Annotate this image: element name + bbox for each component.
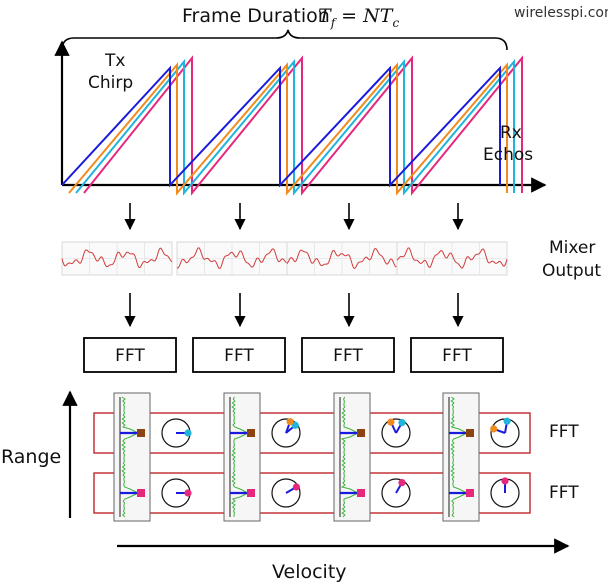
mixer-signal	[396, 247, 508, 269]
mixer-signal	[286, 247, 398, 269]
row2-fft-label: FFT	[549, 483, 579, 503]
mixer-output-panels	[61, 241, 508, 276]
peak-marker	[466, 489, 474, 497]
mixer-label-line1: Mixer	[549, 238, 595, 258]
range-label: Range	[1, 446, 61, 468]
range-spectrum	[231, 396, 250, 518]
range-bin-row	[93, 472, 531, 514]
tx-label-line2: Chirp	[88, 73, 133, 93]
rx-echo-magenta	[83, 55, 523, 196]
row1-fft-label: FFT	[549, 422, 579, 442]
brand-watermark: wirelesspi.com	[514, 5, 608, 21]
phasor-dot	[503, 417, 511, 425]
range-doppler-grid	[93, 392, 531, 522]
fft-box-label: FFT	[224, 346, 254, 366]
range-spectrum	[450, 396, 469, 518]
peak-marker	[466, 429, 474, 437]
fft-box-row: FFT FFT FFT FFT	[83, 337, 504, 373]
rx-label-line1: Rx	[500, 123, 522, 143]
fft-box	[83, 337, 177, 373]
peak-marker	[137, 429, 145, 437]
tx-chirp	[61, 65, 501, 188]
chirp-to-mixer-arrows	[124, 203, 464, 231]
range-spectrum	[340, 396, 360, 518]
fft-box	[301, 337, 395, 373]
phasor-dot	[184, 429, 192, 437]
fft-box	[410, 337, 504, 373]
peak-marker	[247, 429, 255, 437]
peak-marker	[137, 489, 145, 497]
peak-marker	[357, 489, 365, 497]
rx-echo-cyan	[75, 58, 515, 196]
phasor-dot	[184, 489, 192, 497]
tx-label-line1: Tx	[104, 51, 125, 71]
peak-marker	[357, 429, 365, 437]
phasor-dot	[398, 479, 406, 487]
chirp-sawtooths	[61, 55, 523, 196]
phasor-dot	[286, 418, 294, 426]
frame-brace	[61, 29, 508, 51]
rx-label-line2: Echos	[483, 145, 533, 165]
phasor-dot	[387, 418, 395, 426]
fft-box-label: FFT	[115, 346, 145, 366]
mixer-to-fft-arrows	[124, 293, 464, 328]
mixer-signal	[61, 247, 173, 268]
rx-echo-orange	[68, 62, 508, 196]
velocity-label: Velocity	[272, 561, 347, 583]
frame-duration-title: Frame Duration Tf = NTc	[182, 5, 399, 30]
fft-box-label: FFT	[442, 346, 472, 366]
range-spectrum	[121, 396, 140, 518]
phasor-dot	[291, 421, 299, 429]
phasor-dot	[490, 425, 498, 433]
mixer-label-line2: Output	[542, 261, 601, 281]
range-bin-row	[93, 412, 531, 454]
frame-duration-formula: Tf = NTc	[318, 5, 399, 30]
mixer-signal	[176, 247, 288, 270]
peak-marker	[247, 489, 255, 497]
phasor-dot	[398, 419, 406, 427]
phasor-dot	[292, 483, 300, 491]
frame-duration-label: Frame Duration	[182, 5, 330, 27]
fft-box	[192, 337, 286, 373]
fft-box-label: FFT	[333, 346, 363, 366]
phasor-dot	[501, 477, 509, 485]
